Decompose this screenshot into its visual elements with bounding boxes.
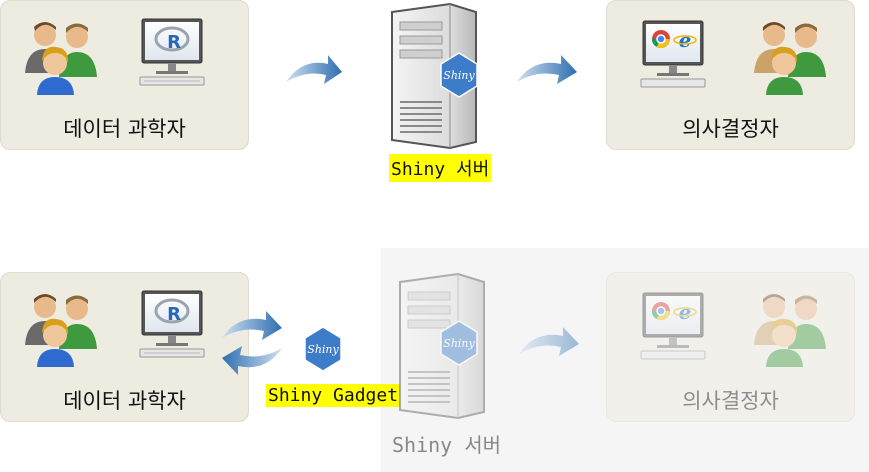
cycle-arrow-forward: [222, 311, 282, 340]
browser-workstation-icon: e: [640, 292, 706, 360]
server-tower-bottom: [399, 272, 485, 420]
r-logo-text: R: [167, 32, 181, 53]
users-icon: [754, 22, 826, 95]
shiny-gadget-caption: Shiny Gadget: [266, 384, 401, 407]
decision-maker-panel-top: e 의사결정자: [606, 0, 855, 150]
svg-text:Shiny: Shiny: [443, 337, 475, 350]
shiny-server-caption-faded: Shiny 서버: [392, 433, 502, 457]
r-workstation-icon: R: [139, 290, 205, 358]
shiny-hex-icon: Shiny: [440, 52, 478, 98]
server-tower-top: [391, 2, 477, 150]
svg-text:e: e: [679, 300, 692, 324]
flow-arrow-2: [517, 55, 577, 84]
r-workstation-icon: R: [139, 18, 205, 86]
decision-maker-label: 의사결정자: [682, 389, 779, 413]
data-scientist-label: 데이터 과학자: [63, 117, 186, 141]
cycle-arrow-back: [222, 346, 282, 375]
data-scientist-label: 데이터 과학자: [63, 389, 186, 413]
r-logo-text: R: [167, 304, 181, 325]
svg-text:Shiny: Shiny: [443, 69, 475, 82]
browser-workstation-icon: e: [640, 20, 706, 88]
data-scientist-panel-bottom: R 데이터 과학자: [0, 272, 249, 422]
users-icon: [754, 294, 826, 367]
svg-text:Shiny: Shiny: [307, 343, 339, 356]
flow-arrow-1: [286, 55, 342, 84]
svg-text:e: e: [679, 28, 692, 52]
shiny-hex-icon: Shiny: [304, 326, 342, 372]
shiny-hex-icon: Shiny: [440, 320, 478, 366]
users-icon: [25, 22, 97, 95]
data-scientist-panel-top: R 데이터 과학자: [0, 0, 249, 150]
decision-maker-label: 의사결정자: [682, 117, 779, 141]
shiny-server-caption: Shiny 서버: [389, 154, 492, 182]
users-icon: [25, 294, 97, 367]
flow-arrow-3: [519, 327, 579, 356]
decision-maker-panel-bottom: e 의사결정자: [606, 272, 855, 422]
